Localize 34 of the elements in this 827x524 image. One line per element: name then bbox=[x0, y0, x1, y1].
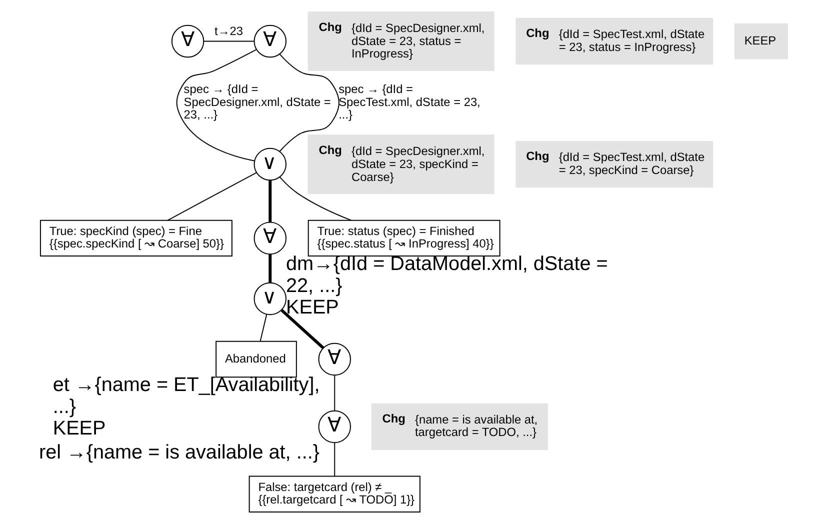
node-box: False: targetcard (rel) ≠ _ {{rel.targetcard [ ↝ TODO] 1}} bbox=[248, 476, 420, 513]
node-circle: ∨ bbox=[254, 148, 286, 181]
connector bbox=[268, 180, 272, 222]
connector bbox=[268, 254, 272, 282]
edge-label: spec → {dId = SpecDesigner.xml, dState = 23, ...} bbox=[184, 82, 331, 122]
connector bbox=[334, 442, 336, 477]
node-circle: ∀ bbox=[254, 222, 286, 255]
connector bbox=[167, 172, 258, 221]
node-box: True: status (spec) = Finished {{spec.status [ ↝ InProgress] 40}} bbox=[308, 220, 500, 257]
node-box: True: specKind (spec) = Fine {{spec.specKind [ ↝ Coarse] 50}} bbox=[40, 220, 232, 257]
node-circle: ∀ bbox=[171, 24, 204, 58]
node-label: KEEP bbox=[286, 296, 339, 319]
node-label: KEEP bbox=[52, 418, 106, 440]
node-box: Chg {dId = SpecTest.xml, dState = 23, specKind = Coarse} bbox=[516, 140, 714, 188]
node-box: Abandoned bbox=[216, 340, 297, 378]
node-circle: ∀ bbox=[318, 342, 351, 376]
connector bbox=[176, 49, 257, 162]
connector bbox=[279, 176, 352, 221]
node-label: rel →{name = is available at, ...} bbox=[38, 441, 320, 464]
node-box: Chg {dId = SpecDesigner.xml, dState = 23, status = InProgress} bbox=[308, 11, 494, 72]
connector bbox=[203, 40, 255, 42]
node-circle: ∀ bbox=[254, 24, 286, 58]
node-box: Chg {dId = SpecTest.xml, dState = 23, status = InProgress} bbox=[516, 18, 714, 65]
label: KEEP bbox=[744, 33, 776, 48]
node-box: Chg {name = is available at, targetcard = TODO, ...} bbox=[371, 403, 548, 450]
connector bbox=[334, 374, 336, 412]
edge-label: spec → {dId = SpecTest.xml, dState = 23, ...} bbox=[338, 82, 480, 122]
node-box: Chg {dId = SpecDesigner.xml, dState = 23, specKind = Coarse} bbox=[308, 134, 494, 194]
node-circle: ∨ bbox=[254, 282, 286, 316]
connector bbox=[260, 314, 268, 342]
node-circle: ∀ bbox=[318, 410, 351, 444]
edge-label: t→23 bbox=[214, 24, 243, 38]
connector bbox=[279, 54, 340, 152]
connector bbox=[280, 309, 324, 349]
